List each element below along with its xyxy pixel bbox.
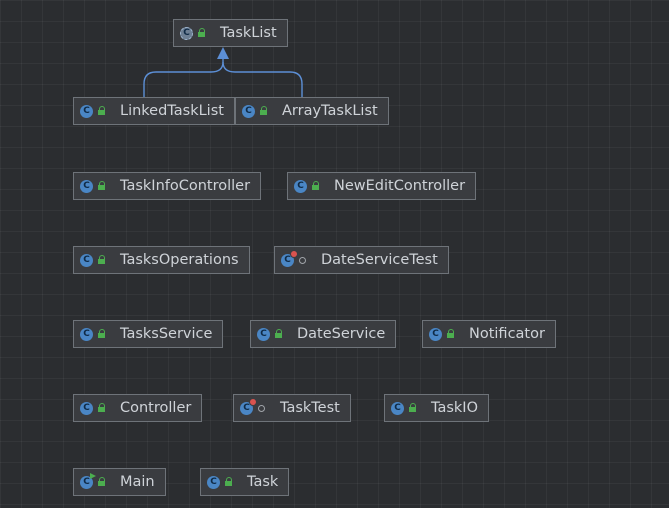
- runnable-class-icon: C: [80, 472, 96, 489]
- node-label: Controller: [120, 400, 192, 416]
- class-icon: C: [242, 104, 255, 118]
- edge-linkedtasklist-to-tasklist: [143, 50, 224, 97]
- lock-icon: [97, 403, 106, 413]
- node-tasklist[interactable]: C TaskList: [173, 19, 288, 47]
- node-label: TaskIO: [431, 400, 478, 416]
- node-dateservice[interactable]: C DateService: [250, 320, 397, 348]
- class-icon: C: [80, 401, 93, 415]
- node-label: DateServiceTest: [321, 252, 438, 268]
- node-label: DateService: [297, 326, 386, 342]
- lock-icon: [408, 403, 417, 413]
- lock-icon: [97, 181, 106, 191]
- test-marker-icon: [291, 250, 297, 257]
- node-taskinfocontroller[interactable]: C TaskInfoController: [73, 172, 262, 200]
- class-icon: C: [257, 327, 270, 341]
- node-main[interactable]: C Main: [73, 468, 166, 496]
- lock-icon: [97, 255, 106, 265]
- node-controller[interactable]: C Controller: [73, 394, 203, 422]
- lock-icon: [97, 106, 106, 116]
- lock-icon: [97, 477, 106, 487]
- package-private-icon: [299, 256, 306, 264]
- edge-arraytasklist-to-tasklist: [222, 61, 303, 97]
- node-label: TaskTest: [280, 400, 340, 416]
- node-tasksoperations[interactable]: C TasksOperations: [73, 246, 250, 274]
- node-label: ArrayTaskList: [282, 103, 378, 119]
- class-icon: C: [429, 327, 442, 341]
- class-icon: C: [80, 179, 93, 193]
- package-private-icon: [258, 404, 265, 412]
- test-class-icon: C: [281, 250, 297, 267]
- abstract-class-icon: C: [180, 26, 193, 40]
- node-taskio[interactable]: C TaskIO: [384, 394, 489, 422]
- node-dateservicetest[interactable]: C DateServiceTest: [274, 246, 449, 274]
- class-icon: C: [207, 475, 220, 489]
- node-label: Notificator: [469, 326, 545, 342]
- test-class-icon: C: [240, 398, 256, 415]
- run-marker-icon: [90, 472, 96, 479]
- class-icon: C: [391, 401, 404, 415]
- node-label: TasksOperations: [120, 252, 239, 268]
- test-marker-icon: [250, 398, 256, 405]
- node-notificator[interactable]: C Notificator: [422, 320, 556, 348]
- node-label: TaskInfoController: [120, 178, 251, 194]
- class-icon: C: [80, 327, 93, 341]
- node-label: Task: [247, 474, 279, 490]
- node-task[interactable]: C Task: [200, 468, 290, 496]
- node-arraytasklist[interactable]: C ArrayTaskList: [235, 97, 389, 125]
- lock-icon: [259, 106, 268, 116]
- node-neweditcontroller[interactable]: C NewEditController: [287, 172, 477, 200]
- node-label: TasksService: [120, 326, 213, 342]
- lock-icon: [197, 28, 206, 38]
- node-tasktest[interactable]: C TaskTest: [233, 394, 351, 422]
- node-tasksservice[interactable]: C TasksService: [73, 320, 224, 348]
- node-label: LinkedTaskList: [120, 103, 224, 119]
- class-icon: C: [294, 179, 307, 193]
- node-linkedtasklist[interactable]: C LinkedTaskList: [73, 97, 235, 125]
- lock-icon: [311, 181, 320, 191]
- node-label: Main: [120, 474, 155, 490]
- lock-icon: [224, 477, 233, 487]
- class-icon: C: [80, 253, 93, 267]
- class-icon: C: [80, 104, 93, 118]
- lock-icon: [97, 329, 106, 339]
- node-label: NewEditController: [334, 178, 466, 194]
- lock-icon: [446, 329, 455, 339]
- arrowhead-icon: [217, 47, 229, 59]
- lock-icon: [274, 329, 283, 339]
- node-label: TaskList: [220, 25, 277, 41]
